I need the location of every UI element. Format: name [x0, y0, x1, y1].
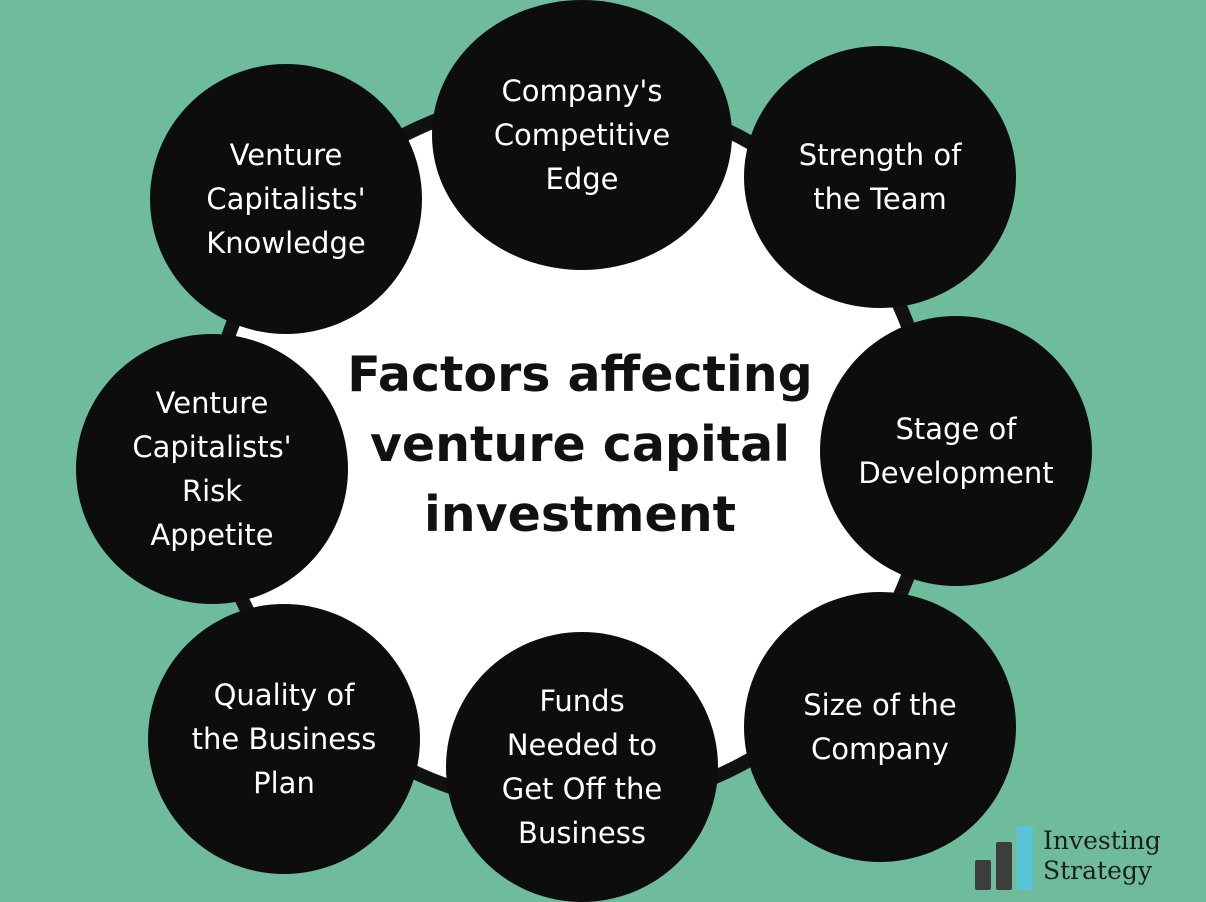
bar-chart-icon: [975, 826, 1033, 890]
factor-competitive-edge: Company's Competitive Edge: [432, 0, 732, 270]
logo-line-1: Investing: [1043, 826, 1161, 855]
factor-funds-needed: Funds Needed to Get Off the Business: [446, 632, 718, 902]
factor-risk-appetite: Venture Capitalists' Risk Appetite: [76, 334, 348, 604]
diagram-title: Factors affecting venture capital invest…: [347, 346, 813, 543]
factor-company-size: Size of the Company: [744, 592, 1016, 862]
investing-strategy-logo: Investing Strategy: [975, 826, 1185, 892]
logo-line-2: Strategy: [1043, 856, 1152, 885]
factor-team-strength: Strength of the Team: [744, 46, 1016, 308]
factor-business-plan-quality: Quality of the Business Plan: [148, 604, 420, 874]
factor-stage-of-development: Stage of Development: [820, 316, 1092, 586]
factor-vc-knowledge: Venture Capitalists' Knowledge: [150, 64, 422, 334]
